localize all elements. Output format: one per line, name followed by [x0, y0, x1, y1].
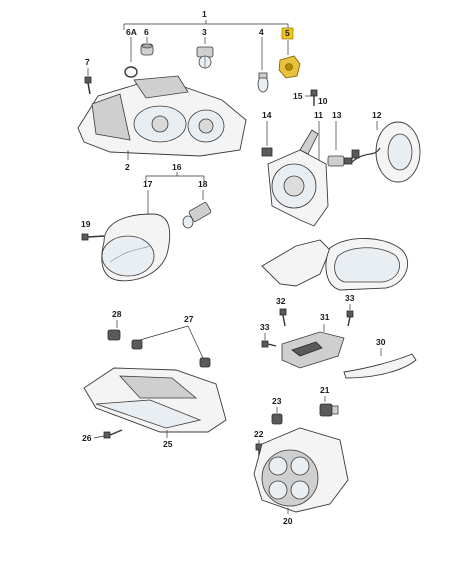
housing-25[interactable]: 25: [83, 367, 227, 449]
callout-3: 3: [202, 27, 207, 37]
callout-5: 5: [285, 28, 290, 38]
bracket-31[interactable]: 31: [281, 312, 345, 369]
group-1-bracket: 1: [123, 9, 289, 30]
bulb-4[interactable]: 4: [257, 27, 269, 93]
callout-6a: 6A: [126, 27, 137, 37]
screw-33-lower[interactable]: 33: [260, 322, 277, 348]
side-mirror[interactable]: [261, 238, 408, 291]
housing-11[interactable]: 11: [267, 110, 329, 227]
callout-1: 1: [202, 9, 207, 19]
callout-32: 32: [276, 296, 286, 306]
o-ring-6a[interactable]: 6A: [124, 27, 138, 78]
callout-7: 7: [85, 57, 90, 67]
callout-2: 2: [125, 162, 130, 172]
callout-33-lower: 33: [260, 322, 270, 332]
bulb-18[interactable]: 18: [182, 179, 212, 229]
callout-14: 14: [262, 110, 272, 120]
screw-7[interactable]: 7: [84, 57, 92, 95]
callout-19: 19: [81, 219, 91, 229]
callout-31: 31: [320, 312, 330, 322]
callout-13: 13: [332, 110, 342, 120]
signal-30[interactable]: 30: [343, 337, 417, 379]
headlight-2[interactable]: 2: [77, 75, 247, 172]
callout-22: 22: [254, 429, 264, 439]
lamp-20[interactable]: 20: [253, 427, 349, 526]
clips-27[interactable]: 27: [131, 314, 211, 368]
callout-27: 27: [184, 314, 194, 324]
connector-21[interactable]: 21: [319, 385, 339, 417]
bulb-3[interactable]: 3: [196, 27, 214, 69]
callout-11: 11: [314, 110, 323, 120]
clip-14[interactable]: 14: [261, 110, 273, 157]
callout-18: 18: [198, 179, 208, 189]
group-16-bracket: 16: [145, 162, 205, 182]
lamp-12[interactable]: 12: [351, 110, 421, 183]
callout-23: 23: [272, 396, 282, 406]
screw-19[interactable]: 19: [81, 219, 105, 241]
callout-17: 17: [143, 179, 153, 189]
callout-10: 10: [318, 96, 328, 106]
callout-16: 16: [172, 162, 182, 172]
clip-28[interactable]: 28: [107, 309, 122, 341]
callout-12: 12: [372, 110, 382, 120]
callout-21: 21: [320, 385, 330, 395]
callout-15: 15: [293, 91, 303, 101]
callout-30: 30: [376, 337, 386, 347]
cap-6[interactable]: 6: [140, 27, 154, 56]
screw-26[interactable]: 26: [82, 429, 123, 443]
callout-26: 26: [82, 433, 92, 443]
callout-28: 28: [112, 309, 122, 319]
callout-6: 6: [144, 27, 149, 37]
callout-25: 25: [163, 439, 173, 449]
screw-32[interactable]: 32: [276, 296, 287, 327]
connector-13[interactable]: 13: [327, 110, 353, 167]
callout-20: 20: [283, 516, 293, 526]
callout-4: 4: [259, 27, 264, 37]
screw-33-upper[interactable]: 33: [345, 293, 355, 327]
screw-15[interactable]: 15: [293, 89, 318, 106]
callout-33-upper: 33: [345, 293, 355, 303]
socket-5[interactable]: 5: [278, 27, 301, 79]
clip-23[interactable]: 23: [271, 396, 283, 425]
fog-lamp-17[interactable]: 17: [101, 179, 171, 282]
